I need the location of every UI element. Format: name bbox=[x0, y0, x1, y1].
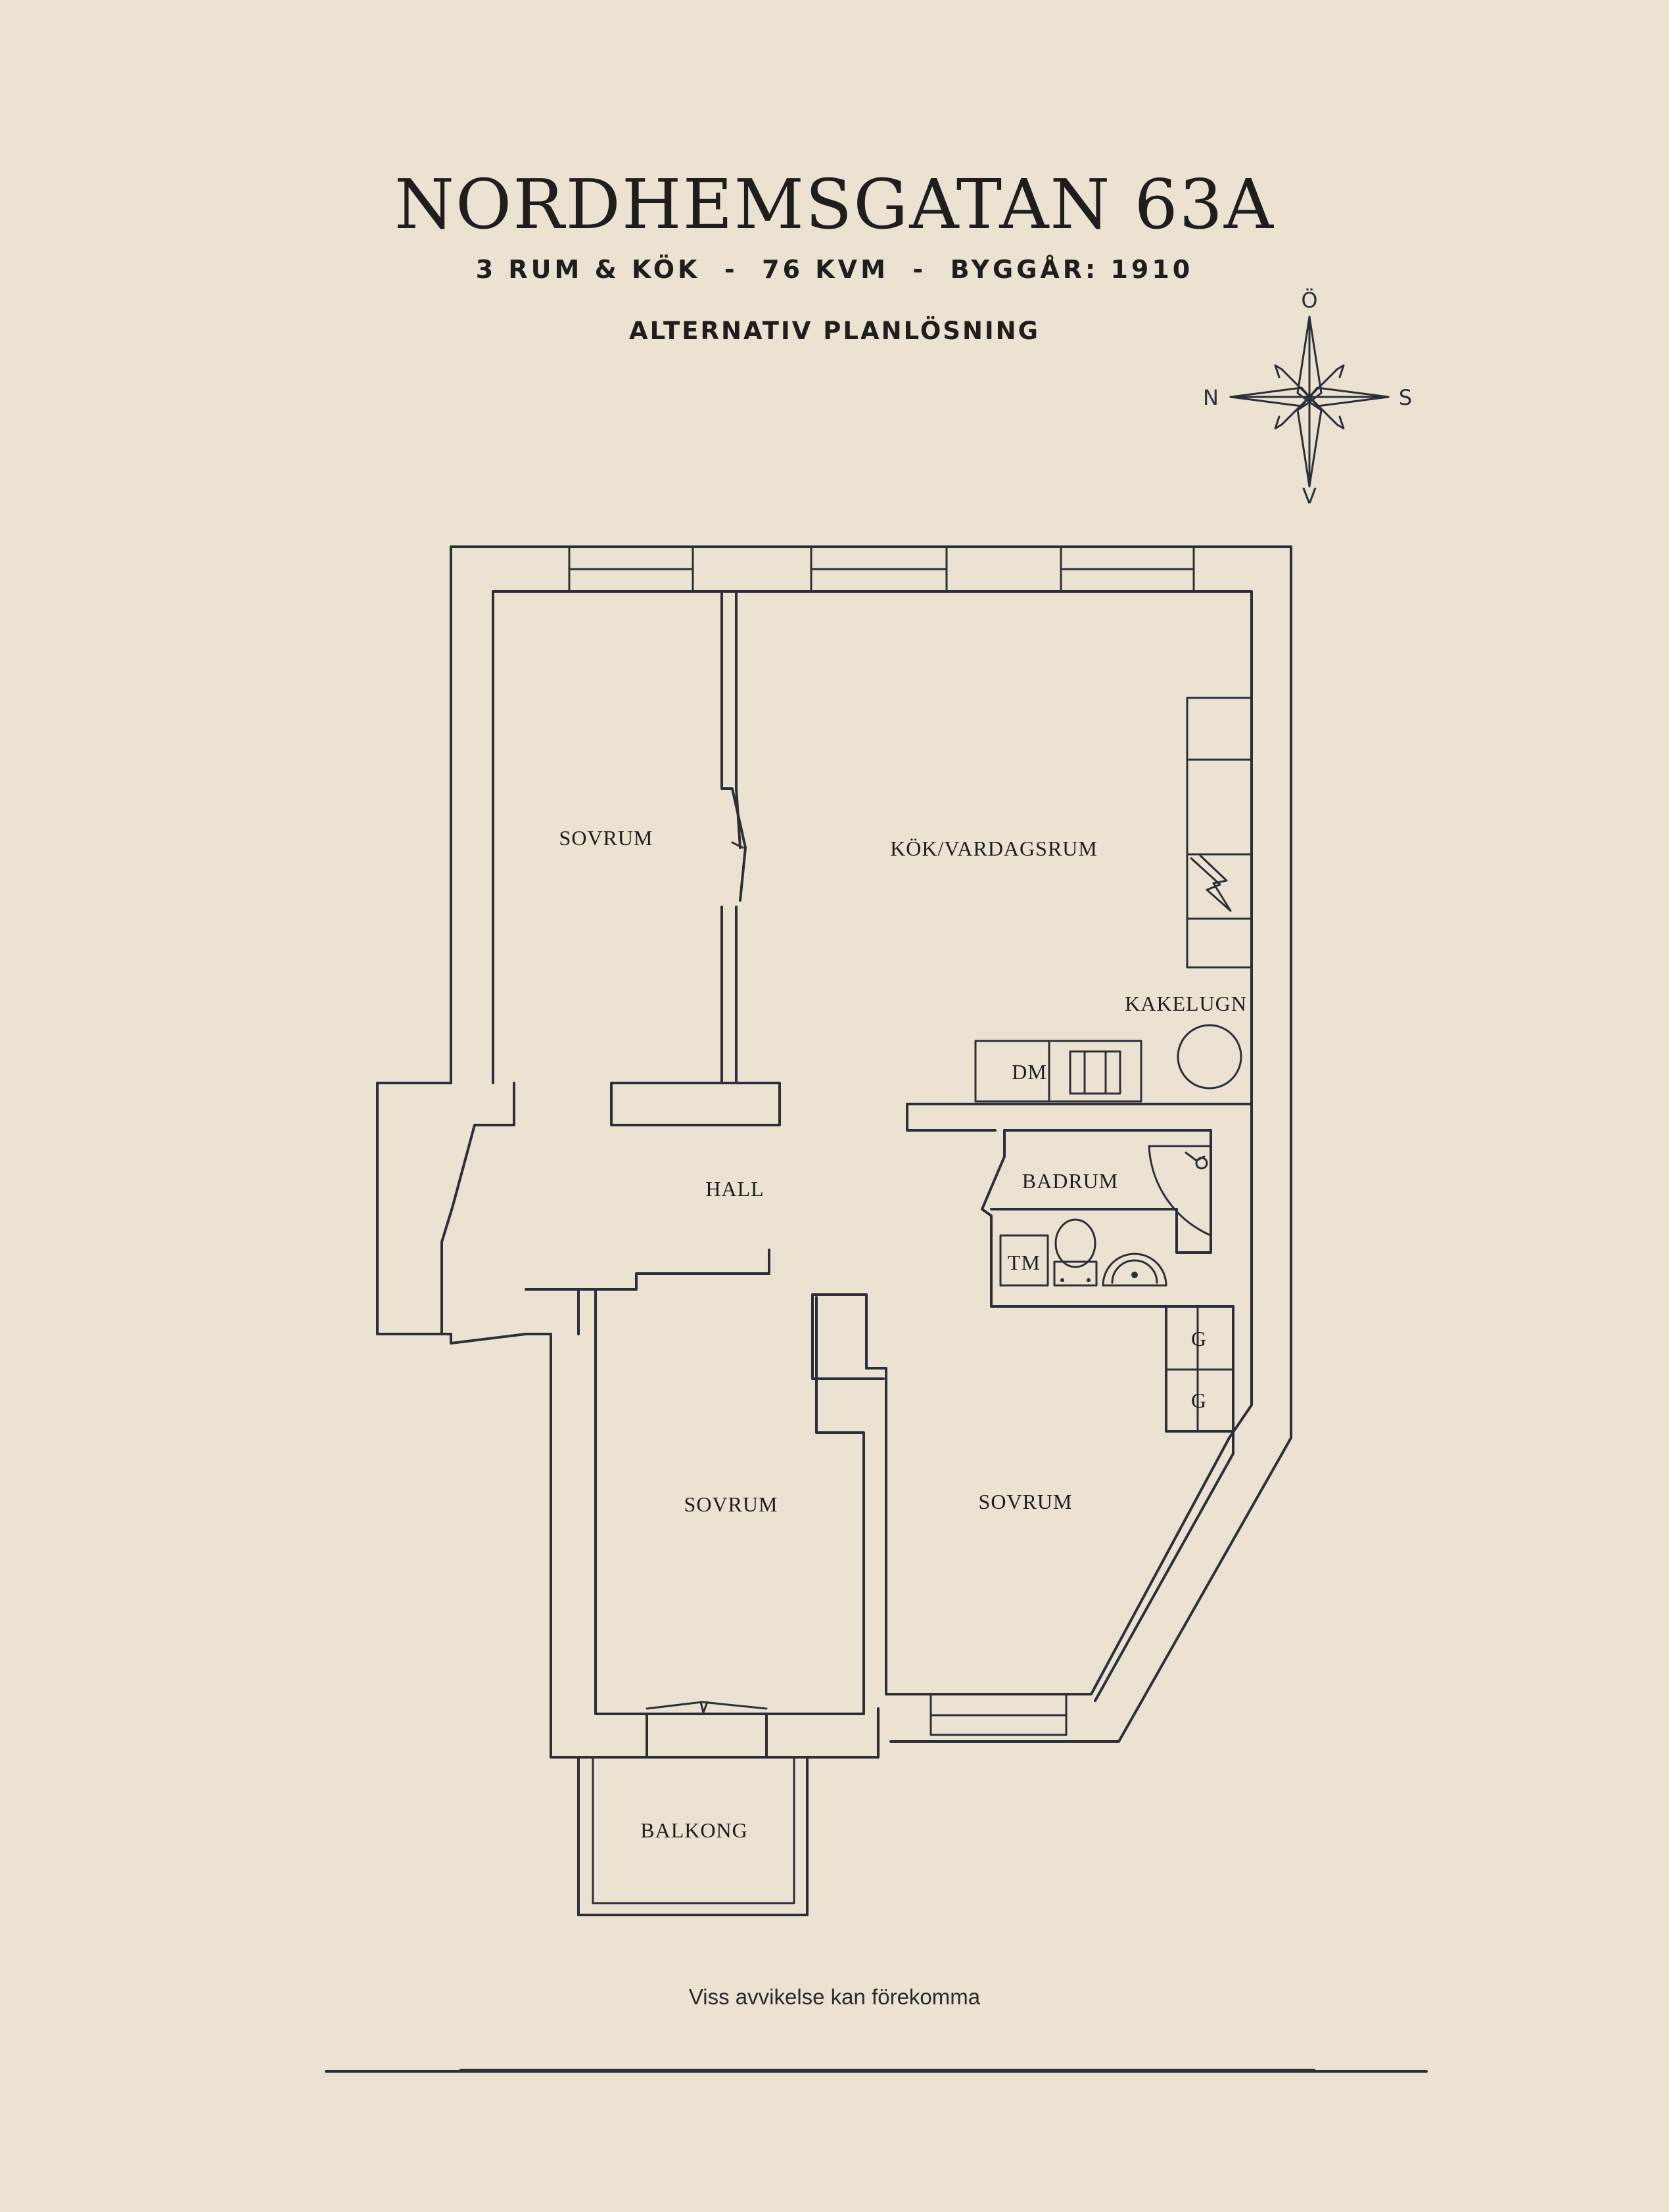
alternative-layout-heading: ALTERNATIV PLANLÖSNING bbox=[628, 317, 1041, 345]
room-label-kakelugn: KAKELUGN bbox=[1125, 992, 1247, 1015]
closets bbox=[1165, 1305, 1234, 1433]
room-label-sovrum-bottom-right: SOVRUM bbox=[979, 1490, 1073, 1513]
room-label-g-upper: G bbox=[1191, 1327, 1207, 1350]
washing-machine bbox=[999, 1234, 1049, 1287]
room-label-sovrum-top: SOVRUM bbox=[559, 826, 653, 850]
shower-curtain bbox=[1148, 1145, 1212, 1237]
top-windows bbox=[568, 545, 1195, 593]
room-label-badrum: BADRUM bbox=[1022, 1169, 1118, 1193]
balcony bbox=[577, 1756, 809, 1916]
page-title: NORDHEMSGATAN 63A bbox=[394, 164, 1275, 244]
top-partitions bbox=[610, 590, 781, 1126]
room-label-balkong: BALKONG bbox=[640, 1818, 747, 1842]
toilet bbox=[1054, 1218, 1096, 1268]
sink bbox=[1102, 1253, 1167, 1287]
compass-rose: Ö V N S bbox=[1203, 288, 1412, 509]
room-label-dm: DM bbox=[1012, 1060, 1047, 1084]
kitchen-fixtures bbox=[974, 1024, 1242, 1103]
footer-rule bbox=[325, 2069, 1428, 2073]
kitchen-counter bbox=[1186, 697, 1253, 969]
compass-label-north: N bbox=[1203, 385, 1219, 410]
room-label-sovrum-bottom-left: SOVRUM bbox=[684, 1492, 778, 1516]
room-label-kok-vardagsrum: KÖK/VARDAGSRUM bbox=[890, 837, 1098, 860]
compass-label-west: V bbox=[1302, 484, 1317, 509]
bottom-partitions bbox=[594, 1288, 1068, 1759]
room-label-tm: TM bbox=[1008, 1251, 1041, 1274]
bathroom-block bbox=[906, 1103, 1253, 1308]
disclaimer-text: Viss avvikelse kan förekomma bbox=[688, 1985, 981, 2009]
kakelugn-stove bbox=[1177, 1024, 1242, 1090]
outer-walls bbox=[376, 545, 1292, 1759]
appliance-unit bbox=[1048, 1040, 1142, 1103]
room-label-g-lower: G bbox=[1191, 1389, 1207, 1412]
room-label-hall: HALL bbox=[705, 1177, 764, 1201]
compass-label-east: Ö bbox=[1301, 288, 1317, 313]
compass-label-south: S bbox=[1399, 385, 1412, 410]
property-summary: 3 RUM & KÖK - 76 KVM - BYGGÅR: 1910 bbox=[475, 255, 1194, 284]
